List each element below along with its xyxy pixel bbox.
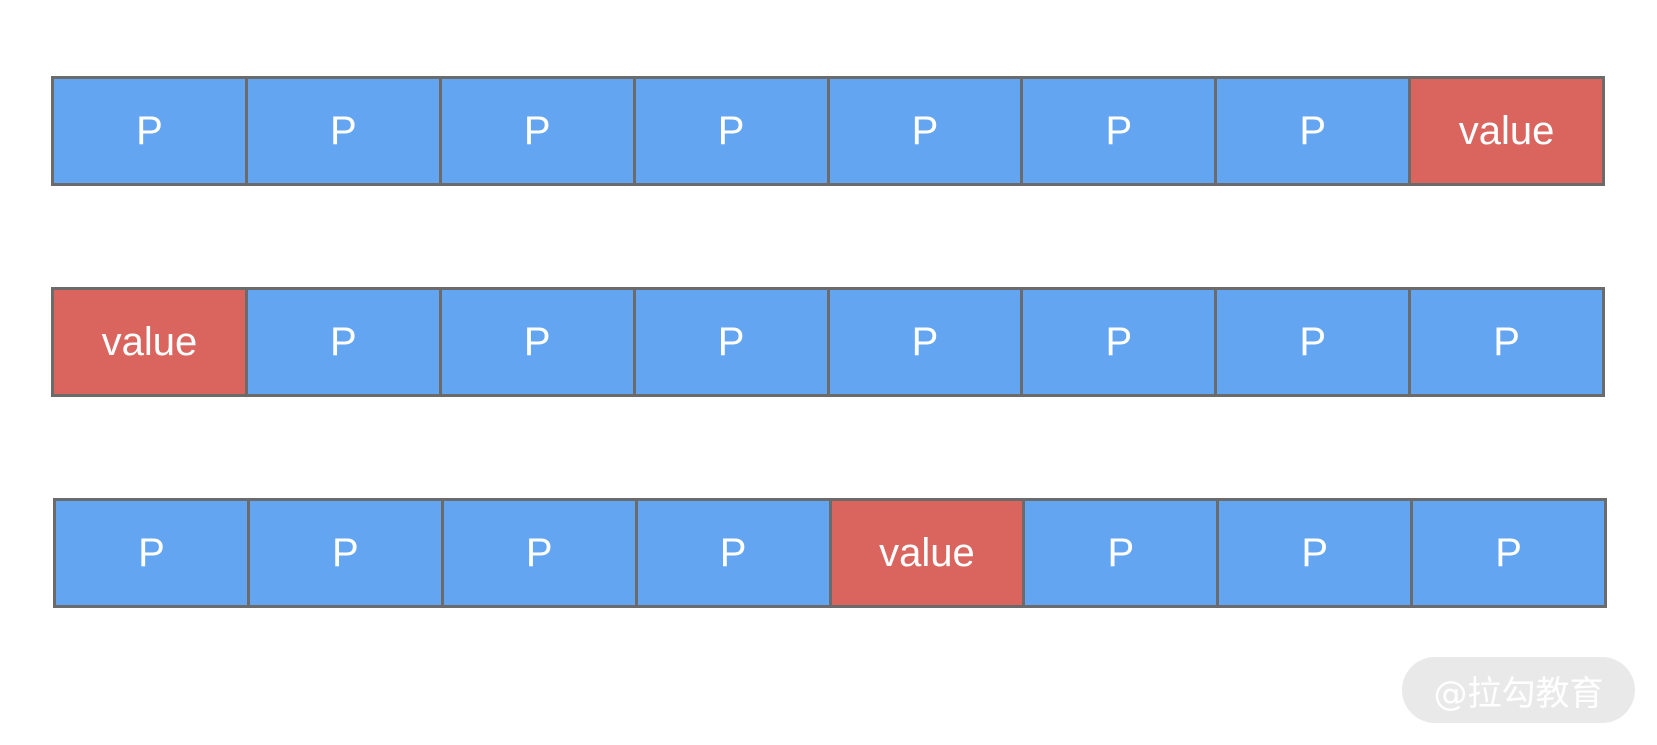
- p-cell: P: [1217, 79, 1412, 183]
- p-cell: P: [1217, 290, 1412, 394]
- p-cell: P: [247, 79, 442, 183]
- p-cell: P: [635, 290, 830, 394]
- watermark: @拉勾教育: [1402, 657, 1635, 723]
- value-cell: value: [831, 501, 1026, 605]
- p-cell: P: [637, 501, 832, 605]
- p-cell: P: [1411, 290, 1602, 394]
- p-cell: P: [1023, 290, 1218, 394]
- p-cell: P: [1219, 501, 1414, 605]
- p-cell: P: [443, 501, 638, 605]
- p-cell: P: [1023, 79, 1218, 183]
- p-cell: P: [1413, 501, 1604, 605]
- array-row-1: P P P P P P P value: [51, 76, 1605, 186]
- p-cell: P: [54, 79, 248, 183]
- p-cell: P: [829, 79, 1024, 183]
- array-row-3: P P P P value P P P: [53, 498, 1607, 608]
- p-cell: P: [441, 79, 636, 183]
- p-cell: P: [635, 79, 830, 183]
- value-cell: value: [1411, 79, 1602, 183]
- p-cell: P: [247, 290, 442, 394]
- array-row-2: value P P P P P P P: [51, 287, 1605, 397]
- p-cell: P: [1025, 501, 1220, 605]
- p-cell: P: [56, 501, 250, 605]
- value-cell: value: [54, 290, 248, 394]
- p-cell: P: [249, 501, 444, 605]
- p-cell: P: [441, 290, 636, 394]
- p-cell: P: [829, 290, 1024, 394]
